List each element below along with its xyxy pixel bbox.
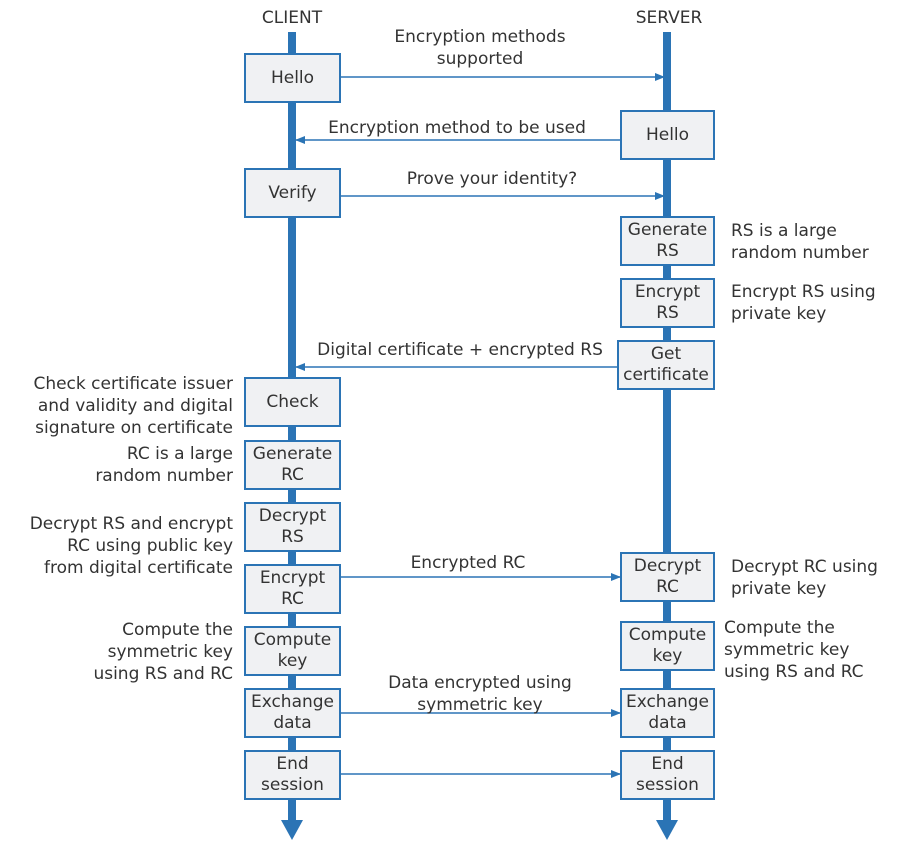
note-rs-random: RS is a large random number <box>731 221 869 263</box>
client-label: CLIENT <box>261 8 323 28</box>
client-generate-rc-box: Generate RC <box>244 440 341 490</box>
client-compute-key-box: Compute key <box>244 626 341 676</box>
note-decrypt-rc-private: Decrypt RC using private key <box>731 557 878 599</box>
client-end-session-box: End session <box>244 750 341 800</box>
note-client-compute-key: Compute the symmetric key using RS and R… <box>93 620 233 684</box>
note-encrypt-rs-private: Encrypt RS using private key <box>731 282 876 324</box>
note-rc-random: RC is a large random number <box>95 444 233 486</box>
msg-encrypted-rc: Encrypted RC <box>410 553 526 573</box>
msg-encryption-methods-supported: Encryption methods supported <box>394 27 566 69</box>
client-verify-box: Verify <box>244 168 341 218</box>
msg-data-encrypted-symmetric: Data encrypted using symmetric key <box>388 673 572 715</box>
server-hello-box: Hello <box>620 110 715 160</box>
server-label: SERVER <box>635 8 703 28</box>
server-encrypt-rs-box: Encrypt RS <box>620 278 715 328</box>
client-lifeline-arrowhead <box>281 820 303 840</box>
server-decrypt-rc-box: Decrypt RC <box>620 552 715 602</box>
server-lifeline-arrowhead <box>656 820 678 840</box>
client-hello-box: Hello <box>244 53 341 103</box>
server-get-certificate-box: Get certificate <box>617 340 715 390</box>
client-decrypt-rs-box: Decrypt RS <box>244 502 341 552</box>
client-check-box: Check <box>244 377 341 427</box>
server-exchange-data-box: Exchange data <box>620 688 715 738</box>
note-decrypt-rs-encrypt-rc: Decrypt RS and encrypt RC using public k… <box>29 514 233 578</box>
server-generate-rs-box: Generate RS <box>620 216 715 266</box>
note-check-certificate: Check certificate issuer and validity an… <box>33 374 233 438</box>
note-server-compute-key: Compute the symmetric key using RS and R… <box>724 618 864 682</box>
server-compute-key-box: Compute key <box>620 621 715 671</box>
msg-prove-identity: Prove your identity? <box>406 169 578 189</box>
server-end-session-box: End session <box>620 750 715 800</box>
client-exchange-data-box: Exchange data <box>244 688 341 738</box>
msg-digital-certificate: Digital certificate + encrypted RS <box>317 340 603 360</box>
msg-encryption-method-to-be-used: Encryption method to be used <box>328 118 586 138</box>
client-encrypt-rc-box: Encrypt RC <box>244 564 341 614</box>
